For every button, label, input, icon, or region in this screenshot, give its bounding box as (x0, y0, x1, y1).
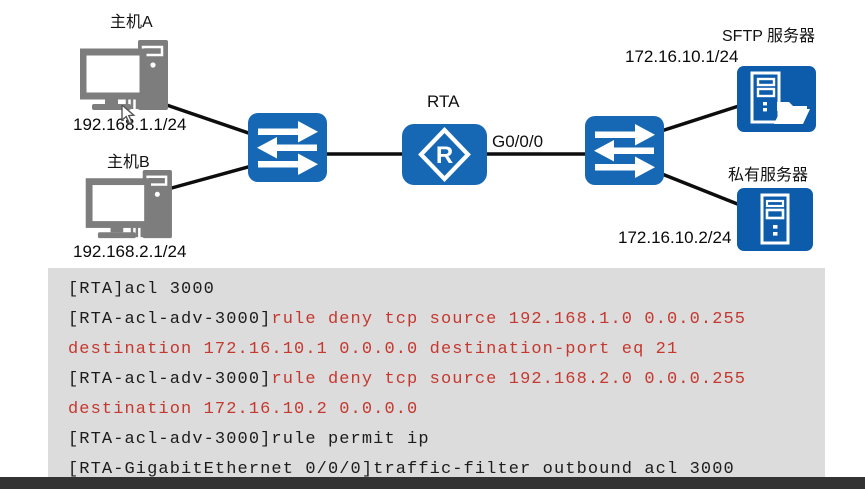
cli-console: [RTA]acl 3000 [RTA-acl-adv-3000]rule deny… (48, 268, 825, 479)
link-hosta-switch1 (151, 98, 267, 141)
sftp-server-ip: 172.16.10.1/24 (625, 47, 739, 66)
sftp-server-label: SFTP 服务器 (722, 28, 816, 45)
host-a-label: 主机A (110, 14, 153, 31)
host-b-ip: 192.168.2.1/24 (73, 242, 187, 261)
console-line: destination 172.16.10.1 0.0.0.0 destinat… (68, 340, 679, 359)
console-line: [RTA-acl-adv-3000]rule deny tcp source 1… (68, 310, 747, 329)
topology-links (151, 98, 746, 209)
console-line: [RTA-GigabitEthernet 0/0/0]traffic-filte… (68, 460, 735, 479)
private-server-label: 私有服务器 (728, 167, 809, 184)
host-a-ip: 192.168.1.1/24 (73, 115, 187, 134)
sftp-server-icon (737, 66, 816, 132)
private-server-icon (737, 188, 813, 251)
link-switch2-sftp (651, 102, 746, 136)
bottom-bar (0, 477, 865, 489)
switch-left-icon (248, 113, 327, 182)
console-line: [RTA-acl-adv-3000]rule permit ip (68, 430, 430, 449)
host-a-pc-icon (80, 38, 174, 116)
host-b-label: 主机B (107, 154, 150, 171)
private-server-ip: 172.16.10.2/24 (618, 228, 732, 247)
router-letter: R (436, 142, 453, 169)
console-line: destination 172.16.10.2 0.0.0.0 (68, 400, 419, 419)
console-line: [RTA-acl-adv-3000]rule deny tcp source 1… (68, 370, 747, 389)
router-icon: R (402, 124, 487, 185)
router-label: RTA (427, 92, 460, 111)
host-b-pc-icon (85, 168, 179, 244)
mouse-cursor-icon (121, 105, 136, 125)
interface-g000-label: G0/0/0 (492, 132, 544, 151)
console-line: [RTA]acl 3000 (68, 280, 215, 299)
link-switch2-private (651, 168, 746, 209)
switch-right-icon (585, 116, 664, 185)
